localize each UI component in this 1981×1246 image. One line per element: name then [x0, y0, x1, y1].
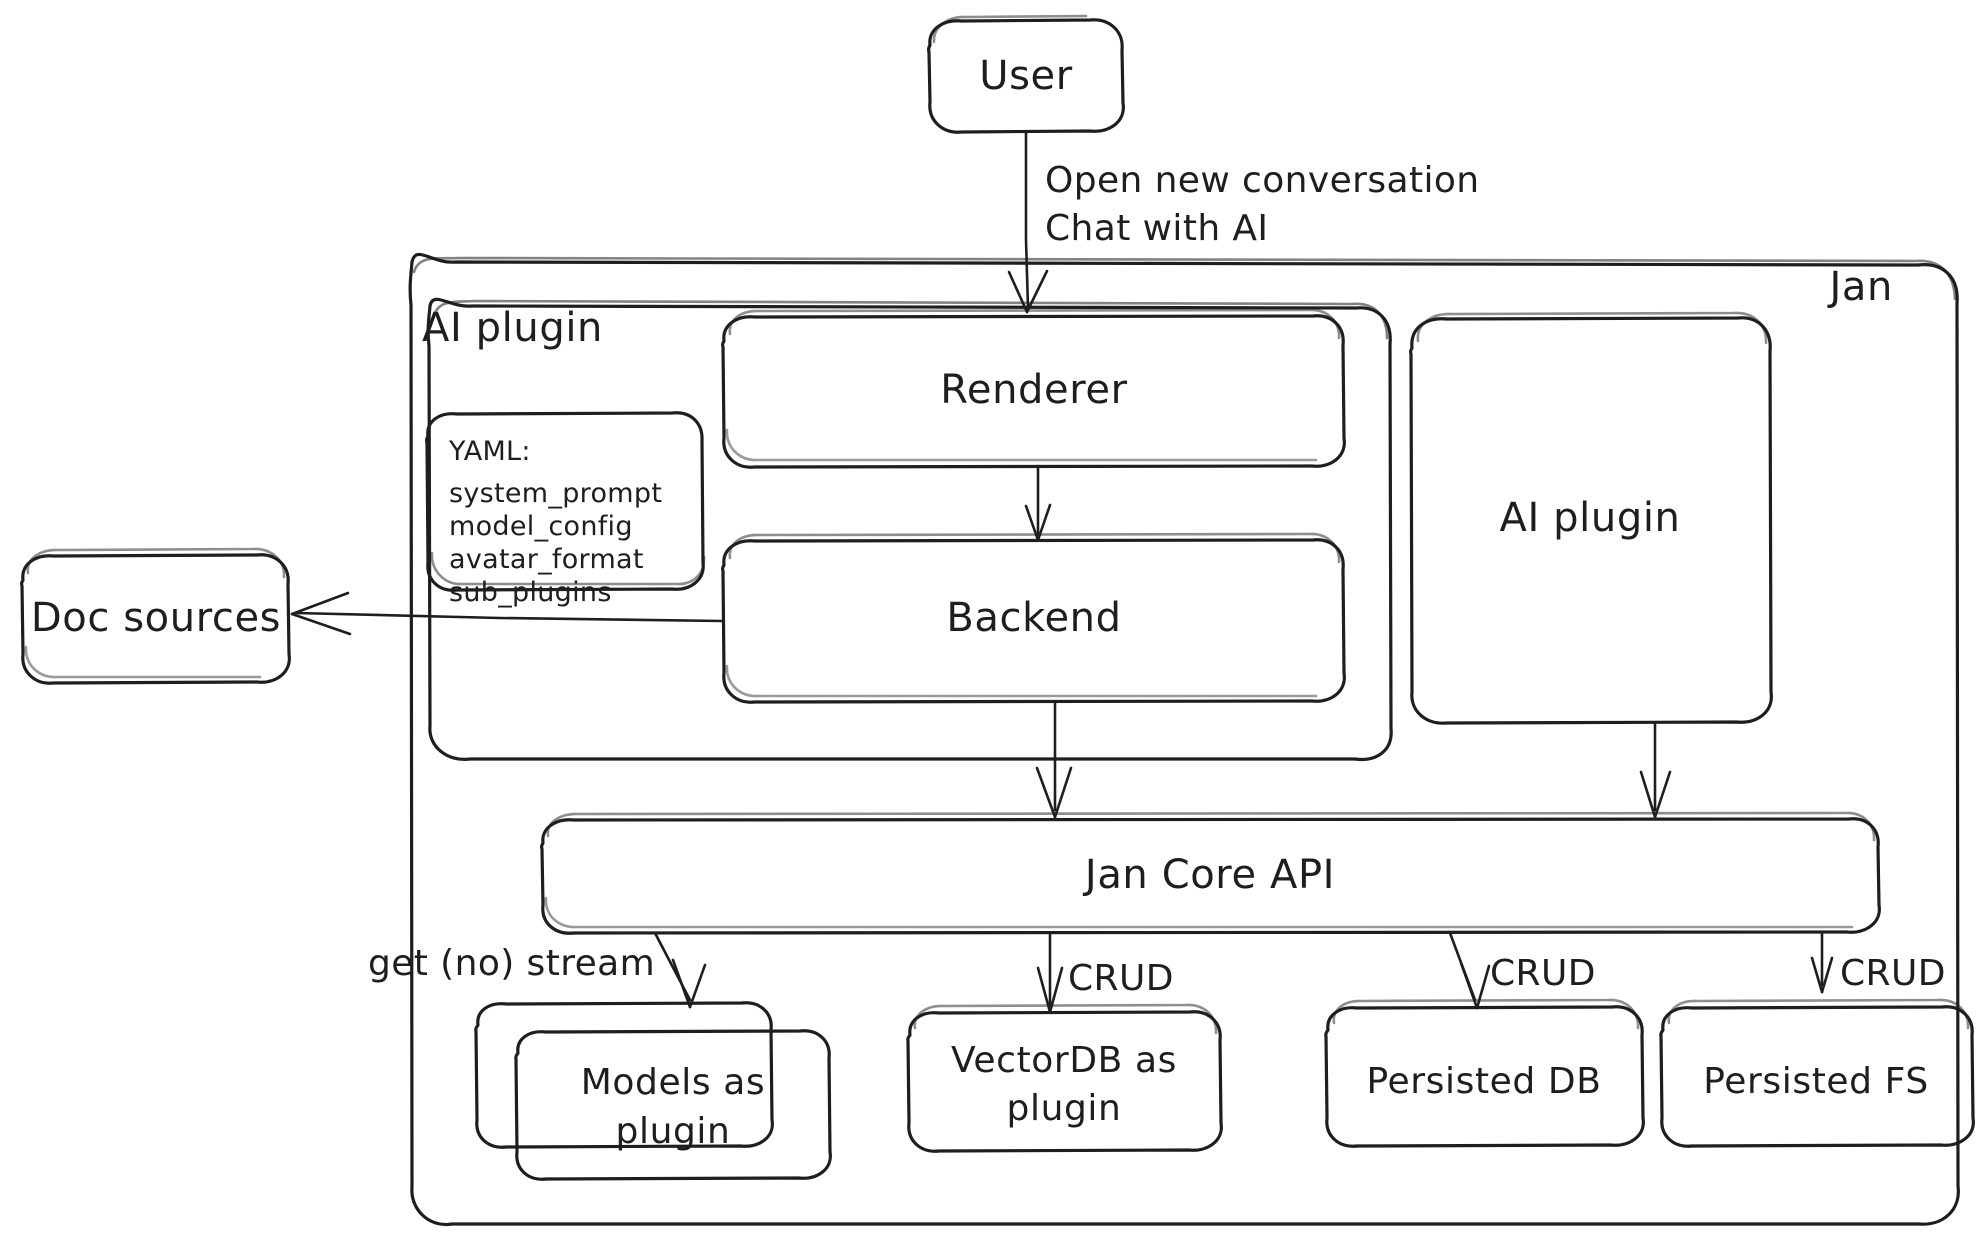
edge-core-to-persisted-db: CRUD — [1448, 931, 1596, 1010]
jan-core-api-node[interactable]: Jan Core API — [539, 811, 1881, 935]
persisted-db-node-label: Persisted DB — [1366, 1061, 1601, 1102]
backend-node[interactable]: Backend — [720, 532, 1346, 704]
doc-sources-node[interactable]: Doc sources — [19, 547, 291, 685]
edge-core-to-persisted-fs: CRUD — [1810, 931, 1946, 994]
edge-core-to-models-label: get (no) stream — [368, 943, 655, 984]
jan-container[interactable]: Jan — [408, 252, 1960, 1227]
ai-plugin-right-node[interactable]: AI plugin — [1408, 311, 1773, 725]
ai-plugin-right-node-label: AI plugin — [1500, 495, 1681, 541]
yaml-config-node[interactable]: YAML: system_prompt model_config avatar_… — [424, 411, 706, 608]
yaml-line-2: avatar_format — [449, 544, 644, 575]
yaml-line-0: system_prompt — [449, 478, 662, 509]
ai-plugin-group-label: AI plugin — [422, 305, 603, 351]
renderer-node-label: Renderer — [940, 367, 1127, 413]
vectordb-plugin-node-label-line2: plugin — [1007, 1088, 1122, 1129]
persisted-db-node[interactable]: Persisted DB — [1324, 998, 1645, 1148]
renderer-node[interactable]: Renderer — [720, 308, 1346, 469]
edge-user-to-renderer-label-line2: Chat with AI — [1045, 208, 1268, 249]
models-plugin-node-label-line2: plugin — [616, 1111, 731, 1152]
persisted-fs-node-label: Persisted FS — [1703, 1061, 1929, 1102]
edge-core-to-vectordb: CRUD — [1036, 931, 1174, 1014]
vectordb-plugin-node[interactable]: VectorDB as plugin — [906, 1003, 1223, 1153]
edge-user-to-renderer-label-line1: Open new conversation — [1045, 160, 1480, 201]
jan-core-api-node-label: Jan Core API — [1082, 852, 1335, 898]
yaml-line-1: model_config — [449, 511, 633, 542]
persisted-fs-node[interactable]: Persisted FS — [1659, 998, 1975, 1148]
yaml-line-3: sub_plugins — [449, 577, 612, 608]
ai-plugin-group[interactable]: AI plugin — [422, 297, 1393, 762]
edge-core-to-vectordb-label: CRUD — [1068, 958, 1174, 999]
yaml-title: YAML: — [448, 436, 531, 467]
vectordb-plugin-node-label-line1: VectorDB as — [951, 1040, 1177, 1081]
user-node-label: User — [979, 53, 1073, 99]
edge-user-to-renderer: Open new conversation Chat with AI — [1007, 131, 1480, 314]
jan-container-label: Jan — [1827, 264, 1893, 310]
backend-node-label: Backend — [946, 595, 1121, 641]
models-plugin-node[interactable]: Models as plugin — [474, 1001, 832, 1181]
edge-backend-to-core — [1035, 700, 1073, 819]
edge-renderer-to-backend — [1024, 464, 1052, 542]
user-node[interactable]: User — [926, 14, 1125, 134]
edge-ai-plugin-to-core — [1639, 721, 1672, 819]
edge-core-to-persisted-fs-label: CRUD — [1840, 953, 1946, 994]
edge-core-to-persisted-db-label: CRUD — [1490, 953, 1596, 994]
doc-sources-node-label: Doc sources — [31, 595, 281, 641]
edge-core-to-models: get (no) stream — [368, 931, 707, 1009]
models-plugin-node-label-line1: Models as — [581, 1062, 766, 1103]
edge-backend-to-doc-sources — [290, 591, 724, 636]
